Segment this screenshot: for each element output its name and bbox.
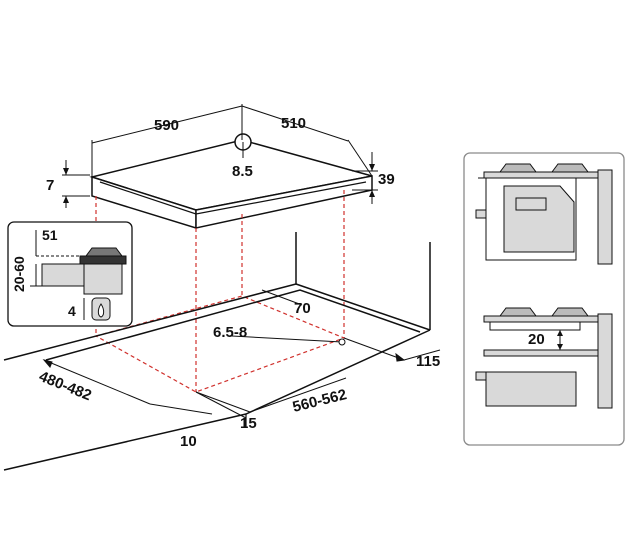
detail-range-label: 20-60: [11, 256, 27, 292]
countertop: [3, 232, 431, 471]
corner-radius-label: 6.5-8: [213, 324, 247, 341]
hob-depth-label: 510: [281, 115, 306, 132]
hob: [89, 133, 373, 230]
detail-top-label: 51: [42, 227, 58, 243]
detail-bottom-label: 4: [68, 303, 76, 319]
edge-thickness-label: 7: [46, 177, 54, 194]
hob-width-label: 590: [154, 117, 179, 134]
oven-panel: 20: [463, 152, 625, 446]
worktop-detail: [41, 263, 85, 287]
hob-body-detail: [83, 263, 123, 295]
front-gap-label: 15: [240, 415, 257, 432]
oven-section-upper: [475, 163, 613, 265]
oven-gap-label: 20: [528, 331, 545, 348]
cutout-width-label: 560-562: [291, 386, 349, 416]
gas-valve-icon: [91, 297, 111, 321]
rear-gap-label: 70: [294, 300, 311, 317]
detail-inset: 51 20-60 4: [7, 221, 133, 327]
oven-section-lower: 20: [475, 307, 613, 409]
hob-dimensions: 590 510 8.5 7 39: [46, 104, 395, 208]
separating-panel: [483, 349, 601, 357]
cutout-depth-label: 480-482: [37, 368, 94, 404]
front-edge-label: 10: [180, 433, 197, 450]
side-gap-label: 115: [416, 353, 440, 370]
hole-diameter-label: 8.5: [232, 163, 253, 180]
hob-height-label: 39: [378, 171, 395, 188]
